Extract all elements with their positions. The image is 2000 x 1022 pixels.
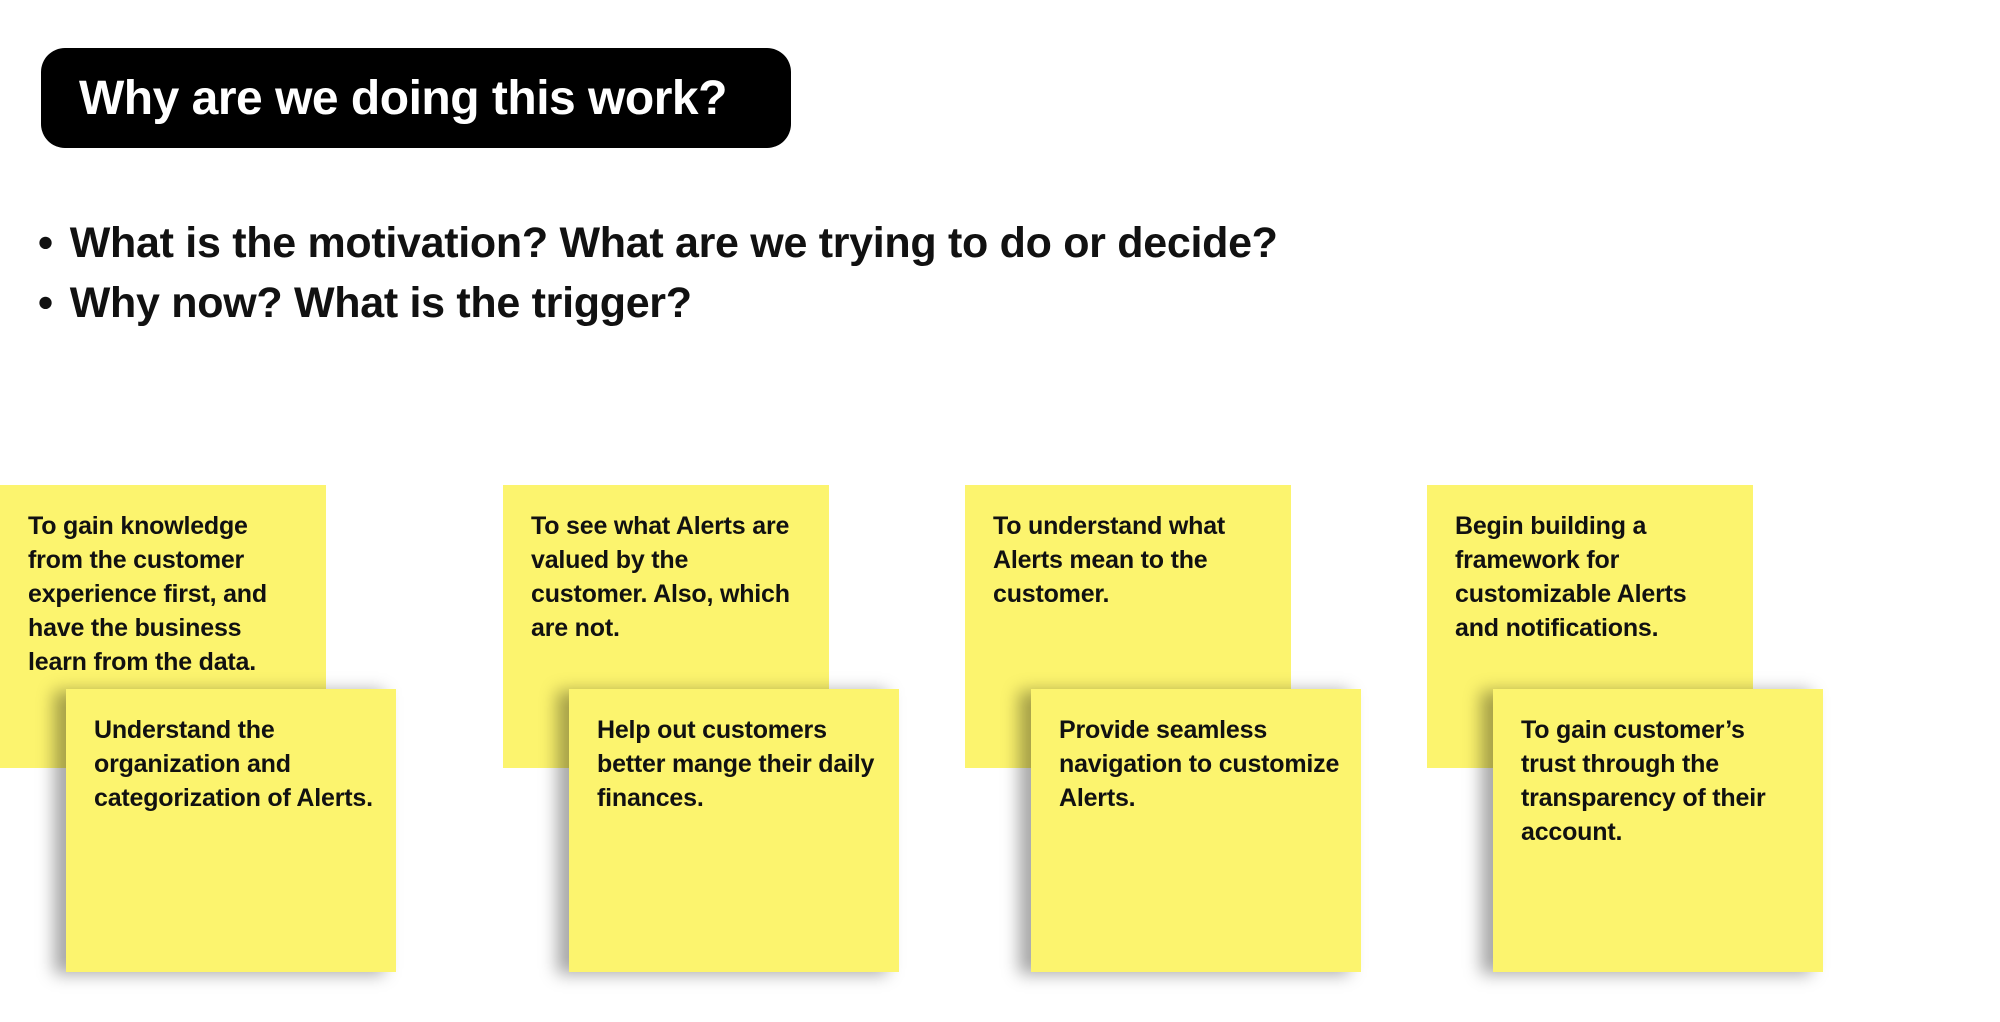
sticky-note-text: Begin building a framework for customiza…	[1455, 512, 1687, 642]
sticky-group-2: To understand what Alerts mean to the cu…	[965, 485, 1365, 975]
sticky-note-text: Help out customers better mange their da…	[597, 716, 875, 812]
bullet-line: Why now? What is the trigger?	[38, 273, 1278, 333]
sticky-note-text: To gain knowledge from the customer expe…	[28, 512, 267, 676]
bullet-line: What is the motivation? What are we tryi…	[38, 213, 1278, 273]
section-title-pill[interactable]: Why are we doing this work?	[41, 48, 791, 148]
prompt-text-block[interactable]: What is the motivation? What are we tryi…	[38, 213, 1278, 333]
sticky-note-text: To understand what Alerts mean to the cu…	[993, 512, 1226, 608]
sticky-note-text: To see what Alerts are valued by the cus…	[531, 512, 790, 642]
sticky-note-text: Provide seamless navigation to customize…	[1059, 716, 1340, 812]
sticky-note-front[interactable]: To gain customer’s trust through the tra…	[1493, 689, 1823, 972]
sticky-note-text: Understand the organization and categori…	[94, 716, 373, 812]
sticky-group-3: Begin building a framework for customiza…	[1427, 485, 1827, 975]
sticky-group-1: To see what Alerts are valued by the cus…	[503, 485, 903, 975]
sticky-note-text: To gain customer’s trust through the tra…	[1521, 716, 1766, 846]
sticky-note-front[interactable]: Provide seamless navigation to customize…	[1031, 689, 1361, 972]
sticky-note-front[interactable]: Help out customers better mange their da…	[569, 689, 899, 972]
sticky-group-4: To gain knowledge from the customer expe…	[0, 485, 400, 975]
sticky-note-back[interactable]: To see what Alerts are valued by the cus…	[503, 485, 829, 768]
section-title: Why are we doing this work?	[79, 71, 727, 125]
sticky-note-front[interactable]: Understand the organization and categori…	[66, 689, 396, 972]
